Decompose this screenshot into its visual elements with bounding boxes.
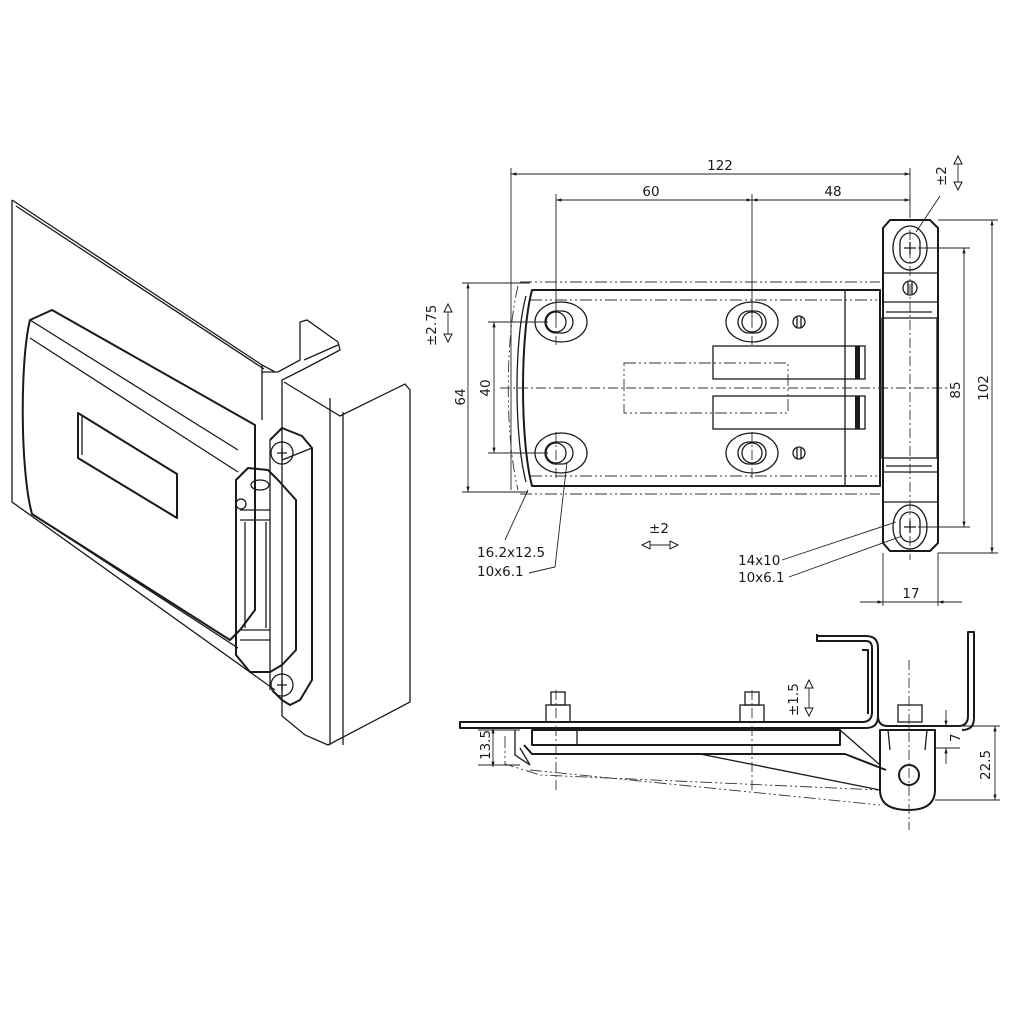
screw-side-3 [897, 704, 923, 723]
base-plate [522, 289, 881, 487]
dim-hole-spacing-vertical: 40 [478, 379, 494, 396]
callout-plate-hole-inner: 10x6.1 [477, 564, 524, 580]
dim-height-adjust: ±1.5 [786, 683, 802, 716]
callout-hinge-hole-inner: 10x6.1 [738, 570, 785, 586]
hidden-slot [623, 362, 789, 414]
hinge-leaf-top-view [882, 219, 939, 552]
callout-plate-hole-outer: 16.2x12.5 [477, 545, 545, 561]
plate-window [77, 412, 178, 519]
dim-hinge-height: 102 [976, 375, 992, 401]
screw-side-1 [545, 691, 571, 723]
isometric-view [11, 199, 411, 746]
dim-hole-spacing-horizontal: 60 [642, 184, 659, 200]
hinge-barrel [235, 467, 297, 673]
dim-plate-height: 64 [453, 388, 469, 405]
side-view: 13.5 ±1.5 7 22.5 [459, 631, 1000, 830]
dim-lateral-adjust: ±2.75 [424, 305, 440, 346]
screw-top-icon [270, 441, 294, 465]
hinge-knuckle-side [879, 729, 936, 811]
spring-arm-bottom [712, 395, 866, 430]
dim-hinge-offset: 48 [824, 184, 841, 200]
dim-overall-length: 122 [707, 158, 733, 174]
hinge-barrel-top-view [881, 317, 938, 459]
spring-arm-top [712, 345, 866, 380]
dim-plate-offset: 13.5 [478, 730, 494, 760]
callout-hinge-hole-outer: 14x10 [738, 553, 780, 569]
dim-leaf-offset: 7 [948, 733, 964, 742]
frame-profile [261, 319, 411, 746]
plate-hole-bottom-right [725, 432, 779, 474]
door-panel-edge [11, 200, 276, 691]
frame-profile-side [459, 634, 879, 729]
dim-overall-depth: 22.5 [978, 750, 994, 780]
dim-vertical-adjust: ±2 [934, 166, 950, 186]
screw-icon [792, 315, 806, 329]
hinge-plate [21, 309, 256, 641]
door-panel-top [11, 199, 276, 373]
dim-hinge-hole-spacing: 85 [948, 381, 964, 398]
top-view: 122 60 48 ±2 [424, 154, 998, 606]
screw-icon [792, 446, 806, 460]
plate-hole-top-right [725, 301, 779, 343]
dim-depth-adjust: ±2 [649, 521, 669, 537]
screw-bottom-icon [270, 673, 294, 697]
screw-icon [902, 280, 918, 296]
hinge-leaf [269, 427, 313, 706]
dim-hinge-width: 17 [902, 586, 919, 602]
